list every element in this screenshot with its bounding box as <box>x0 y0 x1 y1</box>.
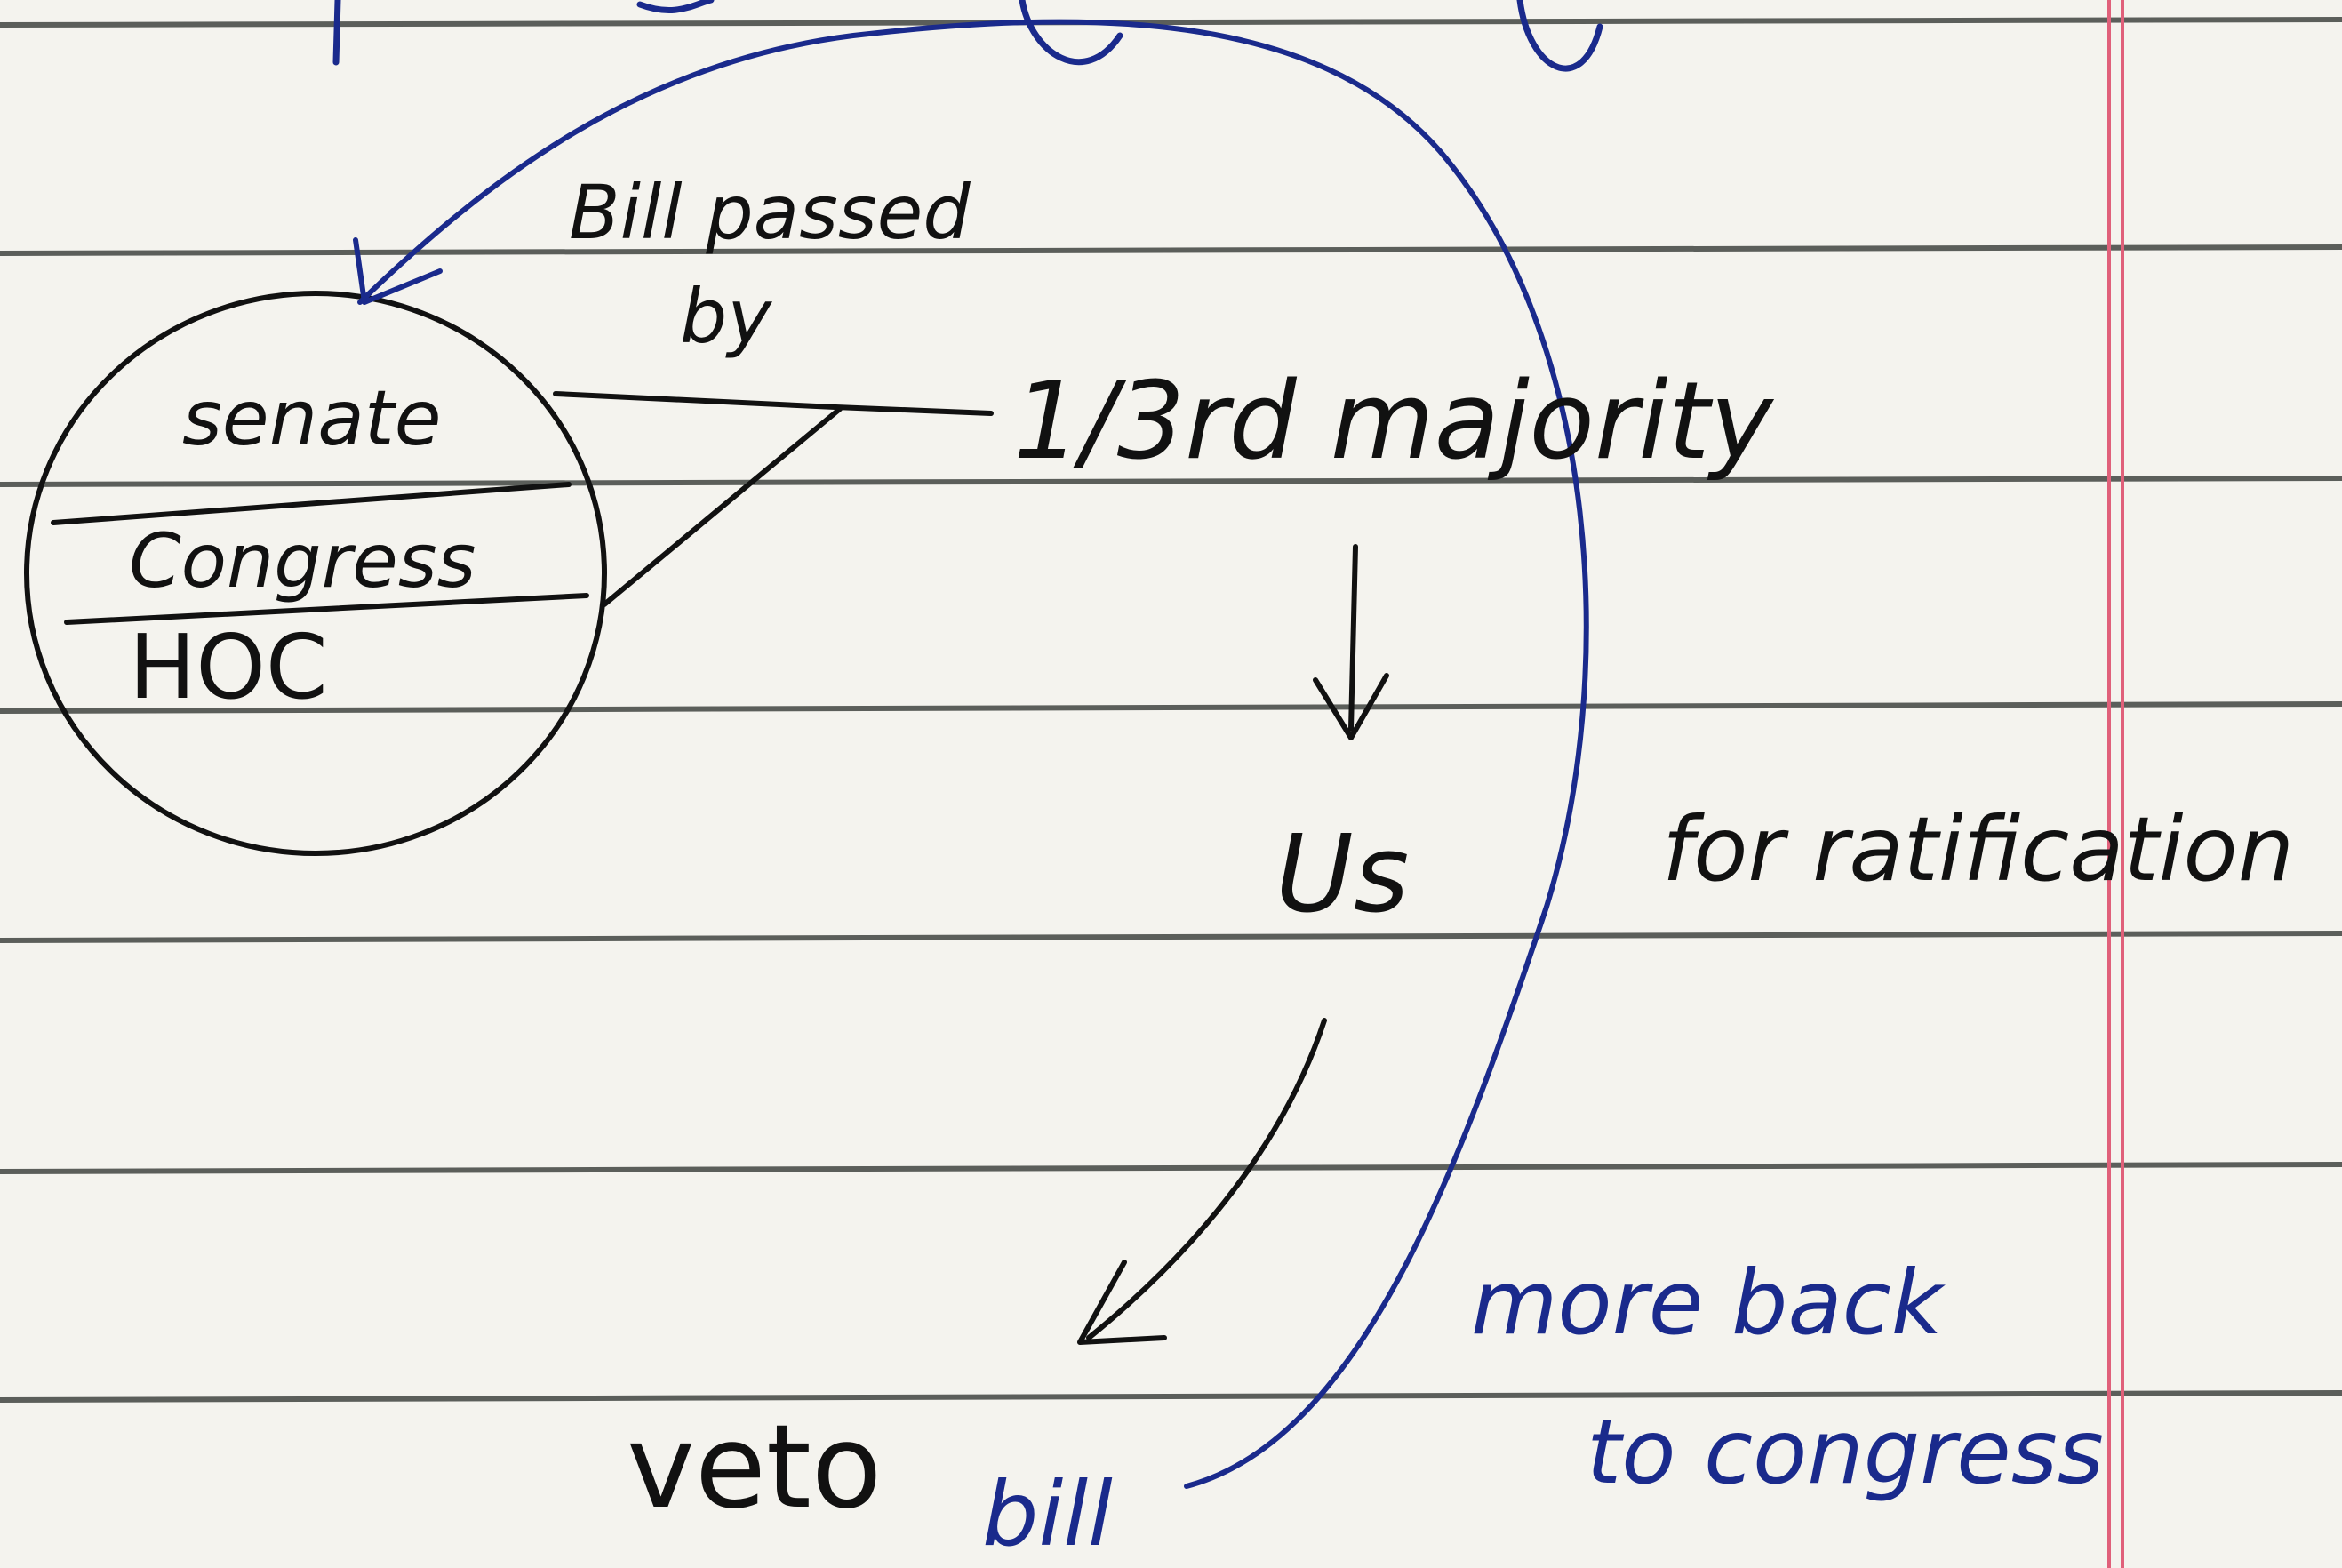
congress-label: Congress <box>129 517 476 604</box>
diagonal-arrow <box>1077 1018 1327 1345</box>
ruled-line <box>0 17 2342 28</box>
to-congress-label: to congress <box>1587 1400 2104 1504</box>
us-label: Us <box>1275 813 1409 937</box>
hoc-label: HOC <box>129 615 328 719</box>
return-arrow <box>353 19 1589 1489</box>
legislature-circle <box>24 291 607 856</box>
circle-divider <box>51 482 572 525</box>
ruled-line <box>0 244 2342 256</box>
legislature-circle-outline <box>24 291 607 856</box>
bill-passed-label: Bill passed <box>569 169 971 256</box>
ruled-line <box>0 701 2342 714</box>
connector-to-majority <box>833 404 994 416</box>
bill-label: bill <box>982 1462 1113 1566</box>
veto-label: veto <box>627 1399 882 1534</box>
ruled-lines <box>0 17 2342 1403</box>
connector-upper <box>553 391 838 410</box>
cut-off-heading-strokes <box>332 0 1603 72</box>
ruled-line <box>0 1390 2342 1403</box>
ruled-line <box>0 931 2342 943</box>
ratification-label: for ratification <box>1662 797 2294 901</box>
ruled-line <box>0 1162 2342 1174</box>
by-label: by <box>680 273 772 360</box>
senate-label: senate <box>182 374 442 463</box>
majority-label: 1/3rd majority <box>1013 360 1775 484</box>
connector-lower <box>602 406 843 607</box>
connector-lines <box>553 391 994 607</box>
down-arrow <box>1313 544 1389 740</box>
move-back-label: more back <box>1471 1251 1946 1355</box>
circle-divider <box>64 593 589 625</box>
margin-lines <box>2107 0 2124 1568</box>
ruled-line <box>0 476 2342 487</box>
